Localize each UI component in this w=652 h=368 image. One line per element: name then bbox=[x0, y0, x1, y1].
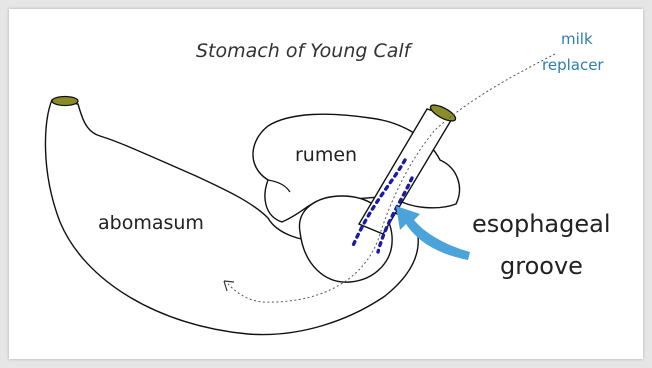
esophageal-label: esophageal bbox=[472, 210, 610, 238]
rumen-label: rumen bbox=[295, 144, 357, 166]
abomasum-label: abomasum bbox=[98, 212, 204, 234]
milk-label: milk bbox=[561, 30, 593, 48]
groove-label: groove bbox=[500, 252, 583, 280]
diagram-title: Stomach of Young Calf bbox=[196, 40, 410, 62]
replacer-label: replacer bbox=[542, 56, 604, 74]
abomasum-tube-end bbox=[52, 97, 78, 106]
